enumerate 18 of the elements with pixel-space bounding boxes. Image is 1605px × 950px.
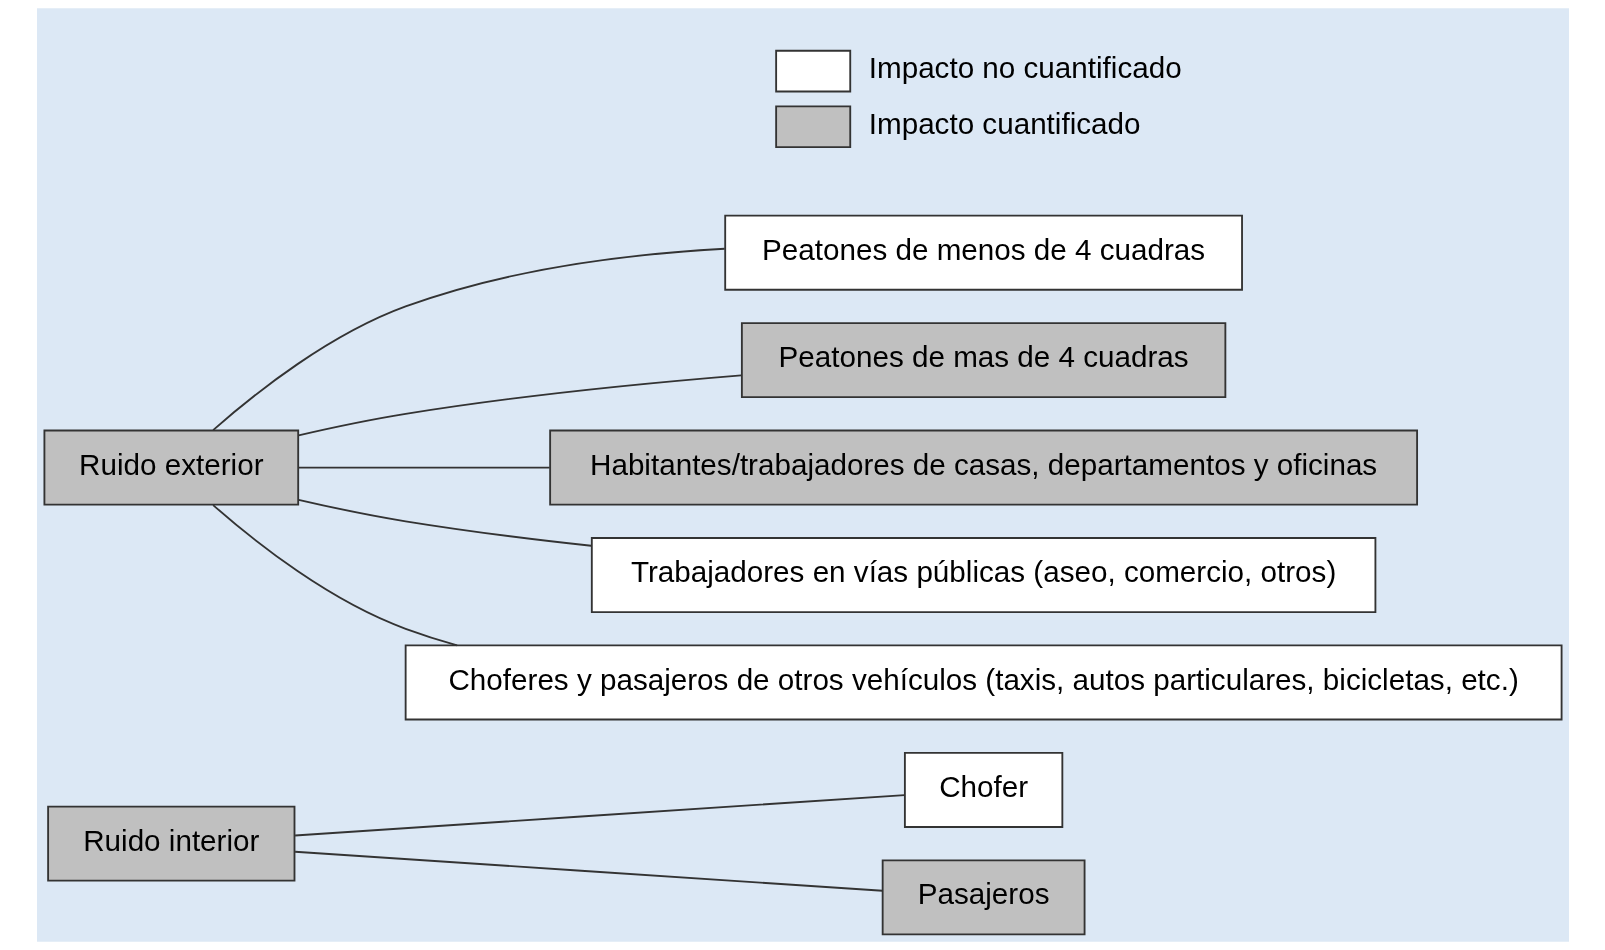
connector: [293, 850, 883, 892]
node-box: Pasajeros: [881, 859, 1085, 936]
node-box: Peatones de menos de 4 cuadras: [723, 214, 1243, 291]
node-box: Peatones de mas de 4 cuadras: [740, 322, 1226, 399]
legend-label: Impacto cuantificado: [868, 106, 1140, 140]
connector: [293, 794, 905, 837]
node-box: Chofer: [903, 751, 1063, 828]
legend-label: Impacto no cuantificado: [868, 51, 1182, 85]
connector: [211, 247, 726, 432]
node-box: Ruido exterior: [43, 429, 299, 506]
node-box: Ruido interior: [46, 805, 295, 882]
connector: [211, 504, 458, 647]
connector: [297, 466, 551, 469]
connector: [297, 498, 592, 547]
node-box: Habitantes/trabajadores de casas, departamentos y oficinas: [548, 429, 1418, 506]
connector: [297, 374, 742, 437]
node-box: Trabajadores en vías públicas (aseo, comercio, otros): [590, 537, 1376, 613]
node-box: Choferes y pasajeros de otros vehículos (taxis, autos particulares, bicicletas, etc.): [404, 644, 1562, 721]
